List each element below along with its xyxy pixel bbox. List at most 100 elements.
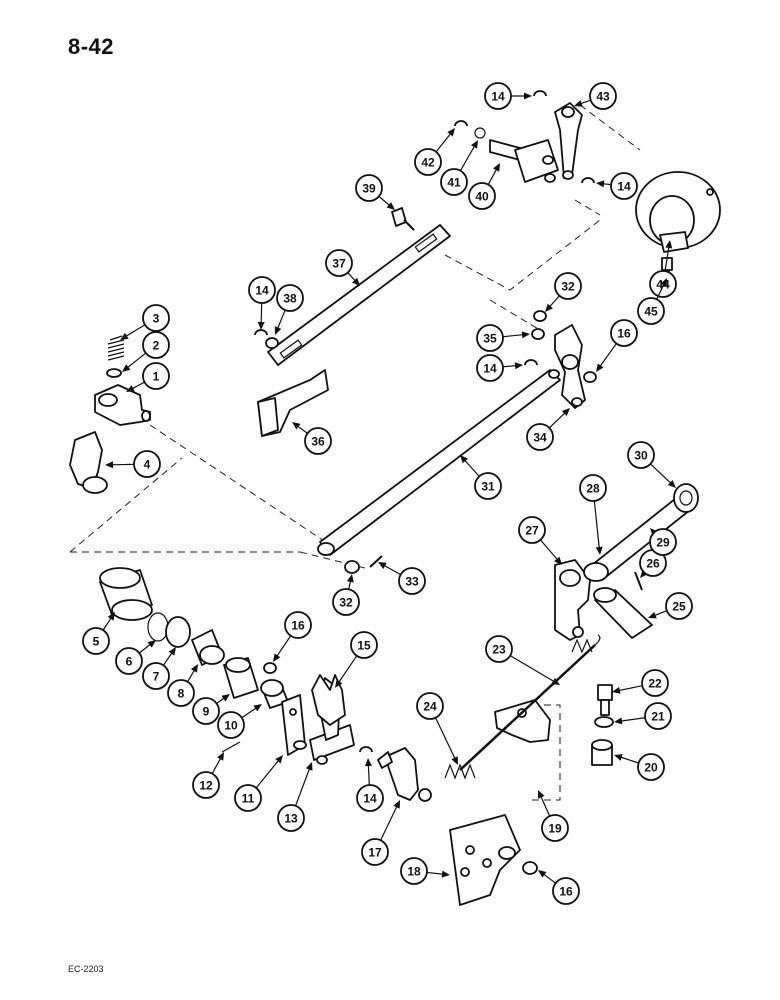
callout-42: 42: [414, 128, 455, 176]
part-8-bushing: [191, 629, 225, 666]
callout-arrowhead: [561, 408, 570, 417]
callout-number: 35: [483, 332, 497, 346]
part-14-clip-b: [581, 177, 595, 184]
callout-circle: [579, 474, 607, 502]
callout-arrowhead: [667, 479, 676, 488]
callout-circle: [355, 174, 383, 202]
part-41-ring: [474, 127, 486, 139]
callout-arrowhead: [648, 611, 657, 619]
callout-circle: [589, 82, 617, 110]
callout-number: 37: [332, 257, 346, 271]
callout-circle: [554, 272, 582, 300]
callout-circle: [649, 528, 677, 556]
callout-circle: [115, 647, 143, 675]
callout-circle: [276, 284, 304, 312]
part-29-shaft: [583, 494, 691, 582]
callout-arrowhead: [596, 363, 604, 372]
callout-37: 37: [325, 249, 360, 286]
callout-23: 23: [485, 635, 560, 685]
callout-arrowhead: [545, 303, 553, 312]
callout-number: 15: [357, 639, 371, 653]
callout-19: 19: [538, 790, 569, 842]
callout-7: 7: [142, 647, 176, 690]
callout-circle: [637, 297, 665, 325]
part-3-spring: [107, 335, 125, 361]
part-39-stud: [391, 207, 415, 231]
callout-circle: [484, 82, 512, 110]
callout-circle: [82, 627, 110, 655]
callout-circle: [641, 669, 669, 697]
callout-14: 14: [476, 354, 523, 382]
callout-circle: [277, 804, 305, 832]
callout-number: 4: [144, 458, 151, 472]
callout-arrowhead: [105, 461, 114, 469]
callout-arrowhead: [596, 180, 605, 188]
callout-circle: [400, 857, 428, 885]
callout-arrowhead: [275, 755, 283, 764]
part-33-pin: [369, 555, 383, 568]
callout-17: 17: [361, 800, 400, 866]
callout-41: 41: [440, 140, 478, 196]
page-number: 8-42: [68, 34, 115, 59]
callout-20: 20: [614, 753, 665, 781]
callout-arrowhead: [168, 647, 176, 656]
callout-14: 14: [484, 82, 532, 110]
callout-9: 9: [192, 694, 230, 725]
callout-number: 43: [596, 90, 610, 104]
callout-16: 16: [538, 870, 580, 905]
callout-number: 31: [481, 480, 495, 494]
callout-4: 4: [105, 450, 161, 478]
callout-circle: [332, 588, 360, 616]
callout-number: 25: [672, 600, 686, 614]
part-22-bolt: [597, 684, 613, 716]
callout-circle: [142, 362, 170, 390]
callout-45: 45: [637, 278, 667, 325]
callout-circle: [440, 168, 468, 196]
callout-leader: [509, 655, 559, 685]
callout-29: 29: [649, 528, 677, 556]
callout-16: 16: [596, 319, 638, 372]
callout-circle: [167, 679, 195, 707]
callout-12: 12: [192, 752, 224, 799]
part-42-clip: [454, 120, 468, 127]
callout-14: 14: [596, 172, 638, 200]
callout-circle: [644, 702, 672, 730]
callout-6: 6: [115, 640, 156, 675]
callout-arrowhead: [126, 385, 135, 392]
callout-arrowhead: [364, 758, 372, 767]
part-16-washer-a: [263, 662, 277, 674]
callout-33: 33: [378, 562, 426, 595]
callout-number: 17: [368, 846, 382, 860]
callout-number: 12: [199, 779, 213, 793]
part-6-ring: [147, 612, 169, 642]
callout-circle: [234, 784, 262, 812]
part-35-washer: [531, 328, 545, 340]
part-1-lever-collar: [94, 384, 151, 426]
callout-number: 26: [646, 557, 660, 571]
callout-arrowhead: [460, 455, 468, 464]
part-15-fork: [311, 674, 346, 726]
callout-number: 21: [651, 710, 665, 724]
callout-32: 32: [545, 272, 582, 312]
callout-number: 24: [423, 700, 437, 714]
callout-number: 33: [405, 575, 419, 589]
callout-number: 13: [284, 812, 298, 826]
callout-number: 14: [491, 90, 505, 104]
callout-circle: [518, 516, 546, 544]
callout-number: 7: [153, 670, 160, 684]
callout-arrowhead: [514, 362, 523, 370]
callout-number: 19: [548, 822, 562, 836]
callout-arrowhead: [352, 277, 360, 286]
callout-arrowhead: [217, 752, 224, 761]
callout-leader: [295, 763, 312, 807]
part-11-plate: [281, 694, 307, 756]
callout-27: 27: [518, 516, 562, 565]
part-5-sleeve: [99, 567, 153, 621]
callout-21: 21: [614, 702, 672, 730]
callout-circle: [476, 354, 504, 382]
callout-circle: [398, 567, 426, 595]
part-7-ring: [165, 616, 191, 648]
callout-circle: [468, 182, 496, 210]
